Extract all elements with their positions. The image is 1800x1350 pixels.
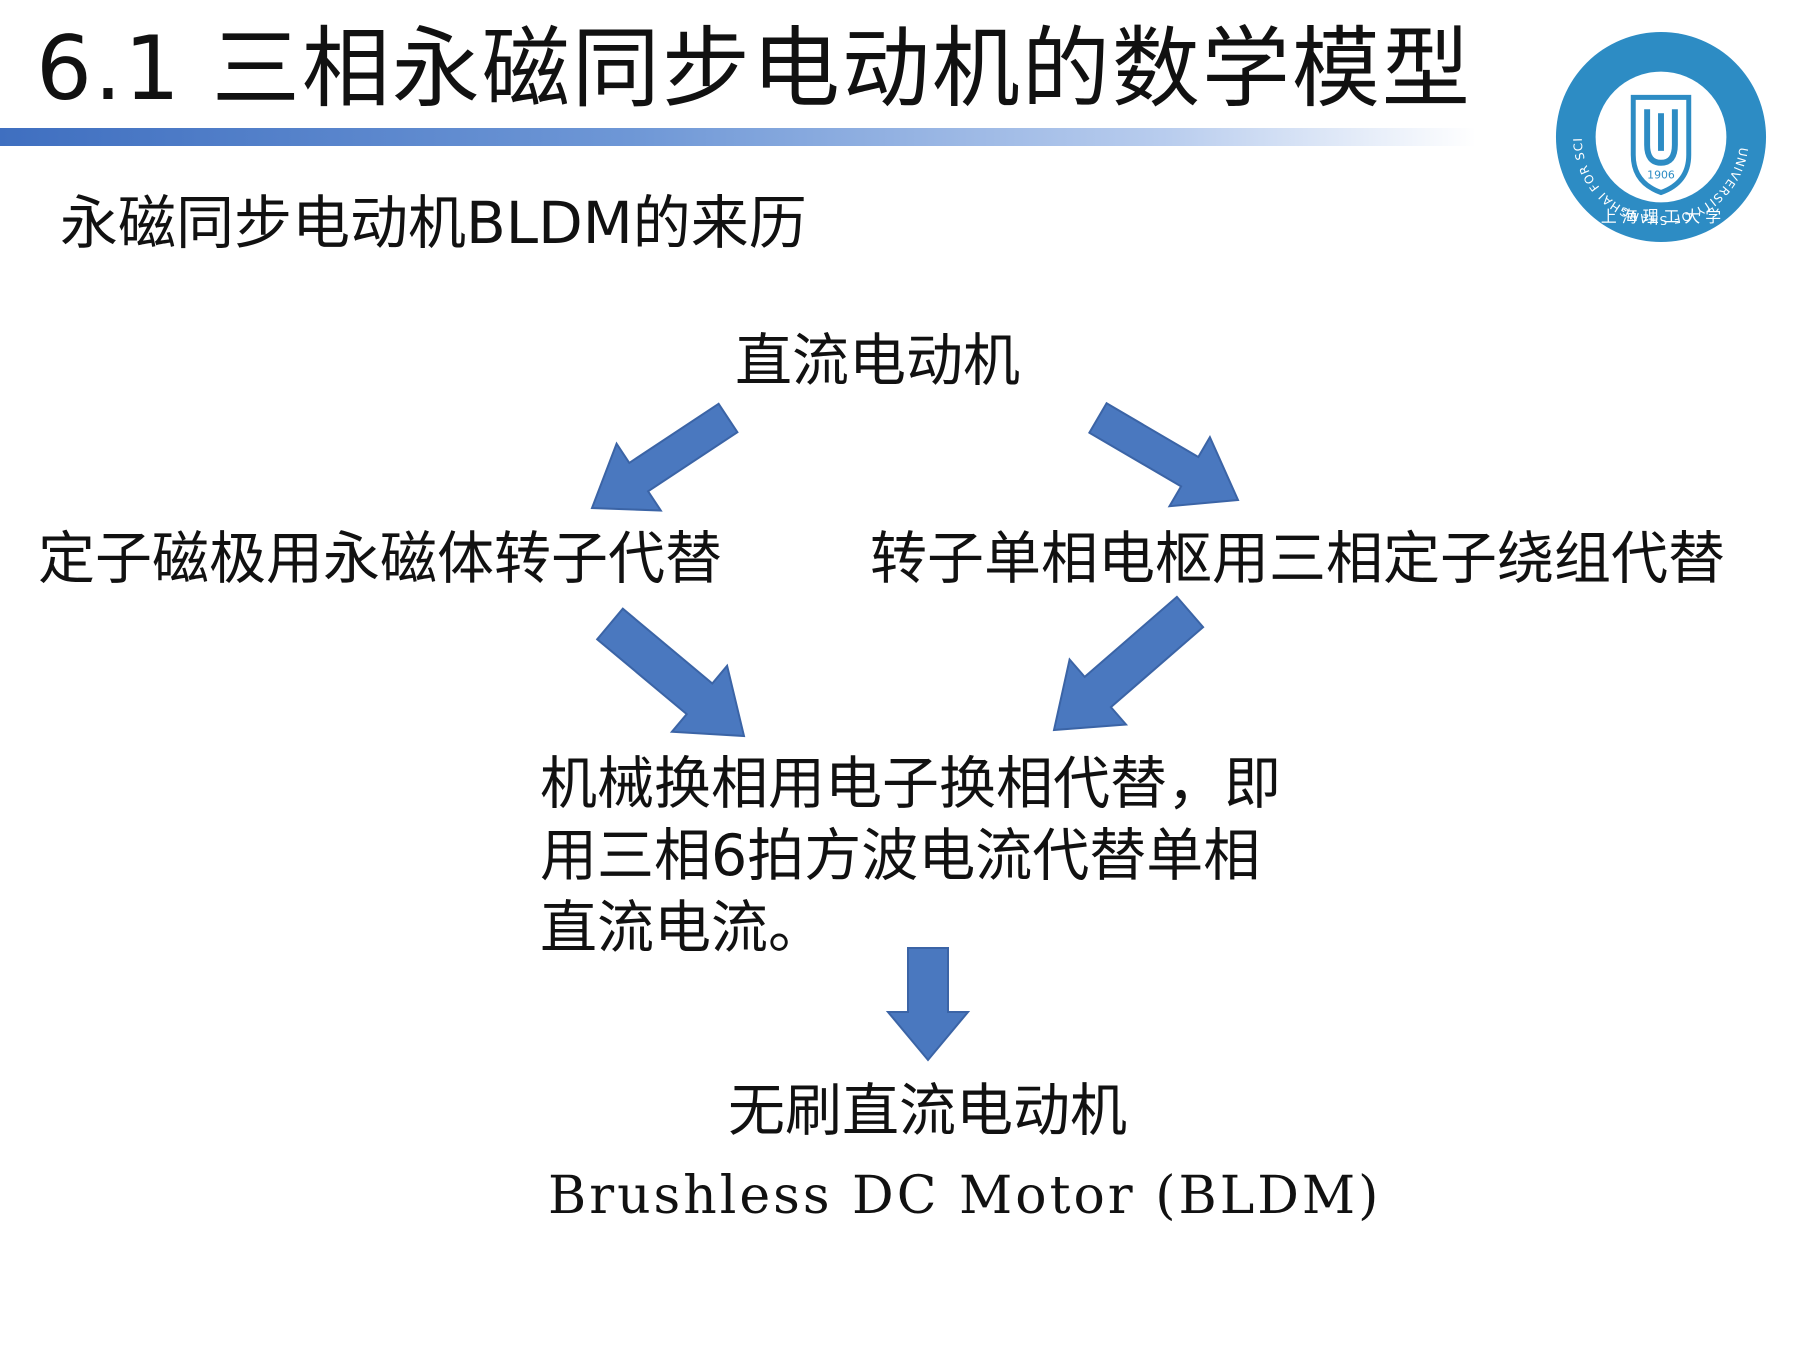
slide-subtitle: 永磁同步电动机BLDM的来历 [60, 189, 807, 257]
node-dc-motor: 直流电动机 [735, 328, 1020, 394]
page-title: 6.1 三相永磁同步电动机的数学模型 [36, 17, 1472, 120]
node-stator-replacement: 定子磁极用永磁体转子代替 [38, 526, 722, 592]
node-rotor-replacement: 转子单相电枢用三相定子绕组代替 [870, 526, 1725, 592]
logo-chinese-name: 上 海 理 工 大 学 [1601, 207, 1721, 226]
commutation-line: 机械换相用电子换相代替，即 [540, 751, 1281, 817]
logo-year: 1906 [1647, 169, 1675, 182]
title-underline-bar [0, 128, 1800, 146]
arrow-right-to-mid [1052, 595, 1205, 732]
arrow-dc-to-left [590, 402, 739, 512]
node-bldc-motor-cn: 无刷直流电动机 [728, 1078, 1127, 1144]
arrow-left-to-mid [595, 607, 746, 738]
arrow-mid-to-bldc [885, 947, 971, 1062]
arrow-dc-to-right [1088, 401, 1240, 508]
node-bldc-motor-en: Brushless DC Motor (BLDM) [548, 1166, 1382, 1226]
node-electronic-commutation: 机械换相用电子换相代替，即 用三相6拍方波电流代替单相 直流电流。 [540, 748, 1340, 964]
commutation-line: 用三相6拍方波电流代替单相 [540, 823, 1261, 889]
commutation-line: 直流电流。 [540, 895, 825, 961]
university-logo: UNIVERSITY OF SHANGHAI FOR SCIENCE AND T… [1552, 28, 1767, 243]
